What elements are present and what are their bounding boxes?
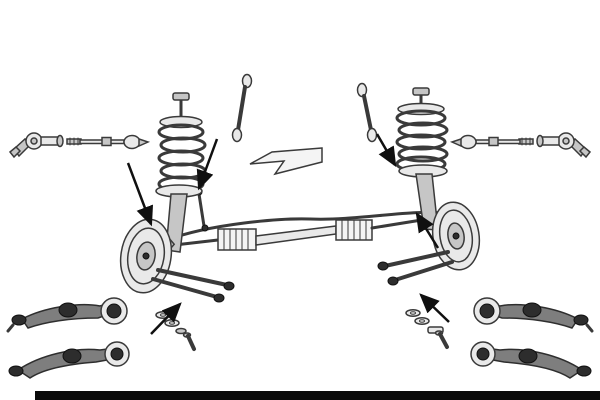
stud-nut xyxy=(578,145,592,159)
strut-top-mount-left xyxy=(172,92,190,101)
sway-bar-tube xyxy=(165,210,450,242)
direction-arrow xyxy=(249,147,323,176)
inner-tie-rod-right xyxy=(449,134,534,150)
mid-bushing xyxy=(522,302,542,318)
pointer-arrow xyxy=(415,211,440,249)
pointer-arrow xyxy=(419,293,450,323)
sway-bar-drop-link-left xyxy=(197,192,206,228)
link-eye-top xyxy=(356,82,368,98)
rod-bushing xyxy=(387,276,399,286)
washer xyxy=(405,309,421,317)
hub-axle xyxy=(452,232,460,240)
ball-joint xyxy=(8,365,24,377)
radius-rod xyxy=(156,268,229,287)
socket-opening xyxy=(56,134,64,148)
radius-rod xyxy=(393,260,454,282)
ball-joint-stud xyxy=(585,323,594,333)
mid-bushing xyxy=(58,302,78,318)
pointer-arrow xyxy=(150,302,182,335)
hub-axle xyxy=(142,252,150,260)
inner-tie-rod-left xyxy=(66,134,151,150)
socket-opening xyxy=(536,134,544,148)
thread-lines xyxy=(69,137,79,146)
rack-center-tube xyxy=(255,225,337,246)
pointer-arrow xyxy=(375,133,397,168)
stud-nut xyxy=(8,145,22,159)
washer xyxy=(414,317,430,325)
control-arm-right-lower xyxy=(470,341,592,379)
stud-tip xyxy=(449,137,462,148)
hardware-left xyxy=(155,311,196,351)
nut xyxy=(175,327,187,335)
rod-bushing xyxy=(377,261,389,271)
link-eye-bottom xyxy=(366,127,378,143)
link-eye-top xyxy=(241,73,253,89)
strut-tube-left xyxy=(165,193,188,253)
tie-rod-end-right xyxy=(536,132,592,159)
rod-bushing xyxy=(223,281,235,291)
washer-hole xyxy=(410,311,416,315)
drop-link-ball-left-bottom xyxy=(201,224,209,232)
control-arm-left-upper xyxy=(6,297,128,333)
link-rod xyxy=(362,94,373,132)
stabilizer-link-left xyxy=(231,73,253,143)
control-arm-right-upper xyxy=(473,297,594,333)
stud-tip xyxy=(138,137,151,148)
hardware-right xyxy=(405,309,449,349)
bellows-ribs-right xyxy=(341,219,367,241)
arm-bushing-inner xyxy=(479,303,495,319)
callout-arrows xyxy=(126,133,450,335)
coil-spring-left xyxy=(157,123,207,193)
housing-cap xyxy=(562,137,570,145)
strut-top-mount-right xyxy=(412,87,430,96)
radius-rod xyxy=(383,250,450,268)
ball-socket xyxy=(123,134,141,150)
housing-cap xyxy=(30,137,38,145)
mid-bushing xyxy=(62,348,82,364)
control-arm-left-lower xyxy=(8,341,130,379)
bellows-ribs-left xyxy=(223,228,249,251)
thread-lines xyxy=(521,137,531,146)
footer-bar xyxy=(35,391,600,400)
hex-flat xyxy=(101,136,112,147)
arm-bushing-inner xyxy=(106,303,122,319)
coil-spring-right xyxy=(395,109,449,173)
stabilizer-link-right xyxy=(356,82,378,143)
pointer-arrow xyxy=(126,162,154,227)
bolt-shaft xyxy=(186,334,196,351)
link-rod xyxy=(236,85,247,132)
mid-bushing xyxy=(518,348,538,364)
radius-rods-right xyxy=(377,250,454,286)
washer xyxy=(164,319,180,327)
tie-rod-end-left xyxy=(8,132,64,159)
washer-hole xyxy=(419,319,425,323)
hub-rim xyxy=(438,209,474,263)
rod-bushing xyxy=(213,293,225,303)
arm-bushing-inner xyxy=(110,347,124,361)
bolt-shaft xyxy=(438,332,449,349)
radius-rod xyxy=(151,277,219,299)
radius-rods-left xyxy=(151,268,235,303)
arm-bushing-inner xyxy=(476,347,490,361)
link-eye-bottom xyxy=(231,127,243,143)
pointer-arrow xyxy=(196,138,219,191)
ball-socket xyxy=(459,134,477,150)
ball-joint xyxy=(11,314,27,326)
ball-joint xyxy=(573,314,589,326)
steering-rack xyxy=(164,216,436,251)
ball-joint-stud xyxy=(6,323,15,333)
ball-joint xyxy=(576,365,592,377)
wheel-hub-left xyxy=(119,218,176,294)
hub-rim xyxy=(126,227,166,285)
hex-flat xyxy=(488,136,499,147)
